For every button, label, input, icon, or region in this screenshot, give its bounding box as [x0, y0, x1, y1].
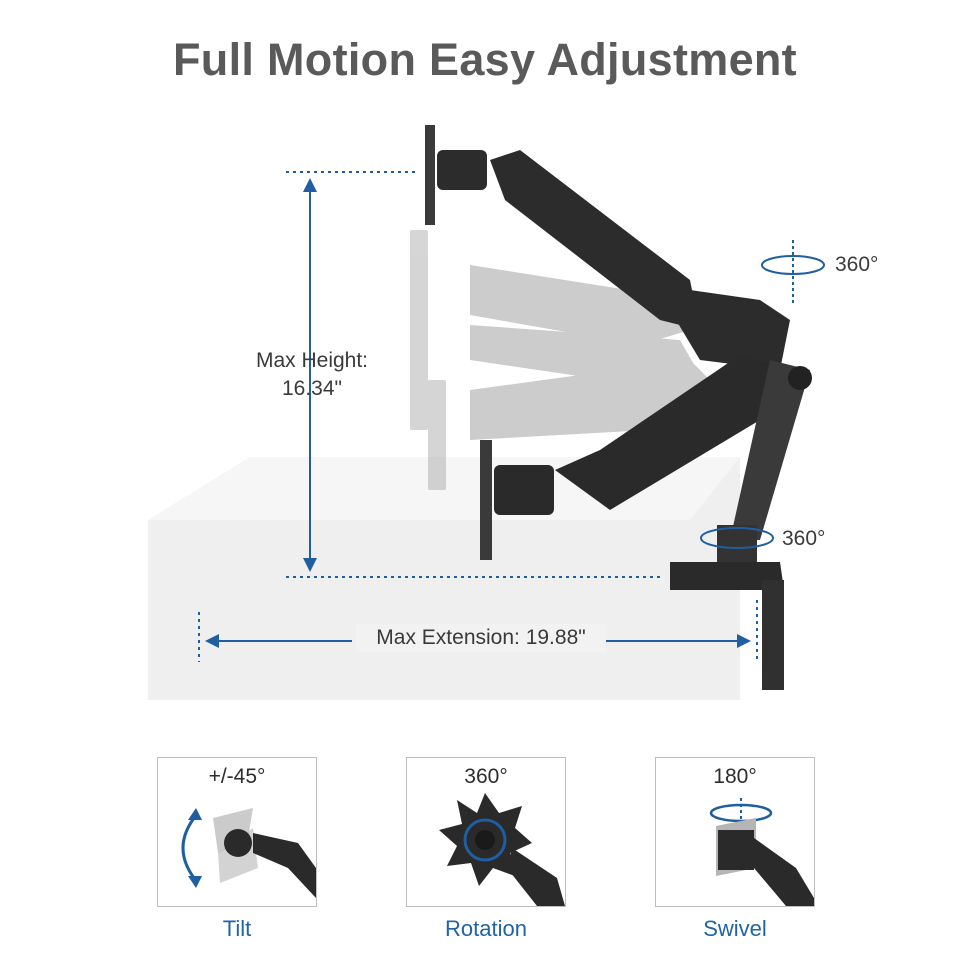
swivel-icon	[709, 798, 814, 906]
top-rotation-label: 360°	[835, 253, 879, 276]
extension-arrow-head-left	[205, 634, 219, 648]
top-rotation-indicator	[761, 240, 825, 305]
tilt-panel	[157, 757, 317, 907]
raised-arm	[425, 125, 790, 370]
extension-arrow-head-right	[737, 634, 751, 648]
swivel-panel	[655, 757, 815, 907]
rotation-panel	[406, 757, 566, 907]
tilt-caption: Tilt	[222, 916, 252, 941]
base-rotation-label: 360°	[782, 527, 826, 550]
height-arrow-head-down	[303, 558, 317, 572]
swivel-caption: Swivel	[703, 916, 767, 941]
rotation-icon	[439, 793, 565, 906]
max-height-label: Max Height: 16.34"	[230, 347, 394, 403]
rotation-value: 360°	[464, 765, 508, 788]
max-height-title: Max Height:	[255, 349, 369, 372]
swivel-value: 180°	[713, 765, 757, 788]
page-title: Full Motion Easy Adjustment	[173, 34, 797, 85]
lowered-arm	[480, 355, 790, 560]
height-arrow-head-up	[303, 178, 317, 192]
desk-clamp-base	[670, 562, 784, 590]
tilt-icon	[181, 808, 316, 898]
arm-pole	[717, 360, 812, 565]
desk-clamp	[762, 580, 784, 690]
ghost-arm-positions	[410, 230, 720, 490]
rotation-caption: Rotation	[445, 916, 527, 941]
max-extension-label: Max Extension: 19.88"	[356, 624, 606, 652]
tilt-value: +/-45°	[208, 765, 266, 788]
base-rotation-indicator	[700, 527, 774, 549]
max-height-value: 16.34"	[281, 377, 342, 400]
